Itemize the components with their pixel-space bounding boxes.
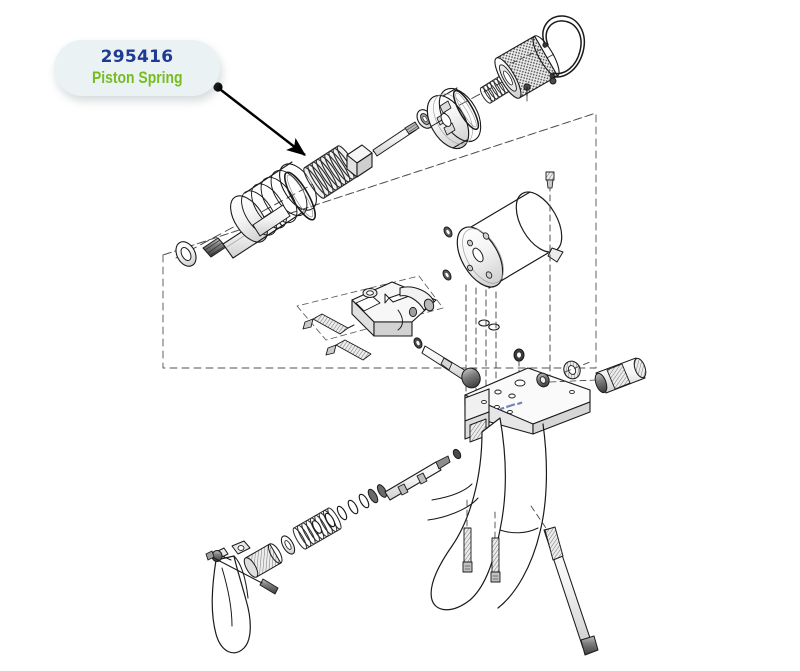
o-ring-small-a [443, 226, 453, 238]
trigger-valve-stack [243, 448, 462, 578]
air-inlet-bushing [563, 360, 581, 380]
o-ring-large [284, 171, 316, 221]
o-ring-rotor [452, 89, 480, 131]
o-ring-small-e [478, 319, 490, 327]
motor-housing [456, 191, 564, 289]
assembly-anvil-output-shaft [175, 161, 317, 267]
washer-left [175, 241, 197, 267]
o-ring-small-d [513, 348, 525, 362]
through-bolt-a [462, 527, 473, 573]
assembly-lines-vertical [465, 184, 551, 403]
part-number: 295416 [100, 46, 174, 67]
o-ring-small-c [413, 337, 423, 349]
valve-block [351, 281, 437, 337]
o-ring-small-f [488, 323, 500, 331]
construction-dashed-frame-valve [296, 275, 444, 341]
piston-spring [302, 144, 360, 200]
tool-body-handle [427, 367, 591, 611]
shaft-spline-tip [202, 237, 227, 258]
part-callout-badge[interactable]: 295416 Piston Spring [54, 40, 220, 96]
bolt-top-motor [545, 171, 555, 189]
cap-screw-upper [302, 313, 355, 335]
assembly-lines-bolts [466, 499, 547, 539]
valve-stem-pin [372, 121, 420, 157]
selector-knob [421, 345, 481, 389]
construction-dashed-frame [162, 112, 597, 369]
body-branding-mark [500, 401, 523, 411]
assembly-line-inlet [549, 361, 597, 383]
snap-ring [511, 15, 585, 106]
cap-screw-lower [325, 339, 372, 361]
trigger-pivot-pin [205, 550, 279, 595]
callout-leader [213, 82, 306, 156]
part-name: Piston Spring [91, 67, 183, 87]
spring-guide-block [346, 144, 373, 178]
air-inlet-nut [536, 372, 550, 388]
o-ring-small-b [442, 269, 452, 281]
through-bolt-c [543, 526, 599, 656]
mesh-cylinder [494, 35, 560, 99]
through-bolt-b [490, 537, 501, 583]
air-inlet-fitting [594, 357, 647, 394]
small-spring [479, 74, 513, 104]
